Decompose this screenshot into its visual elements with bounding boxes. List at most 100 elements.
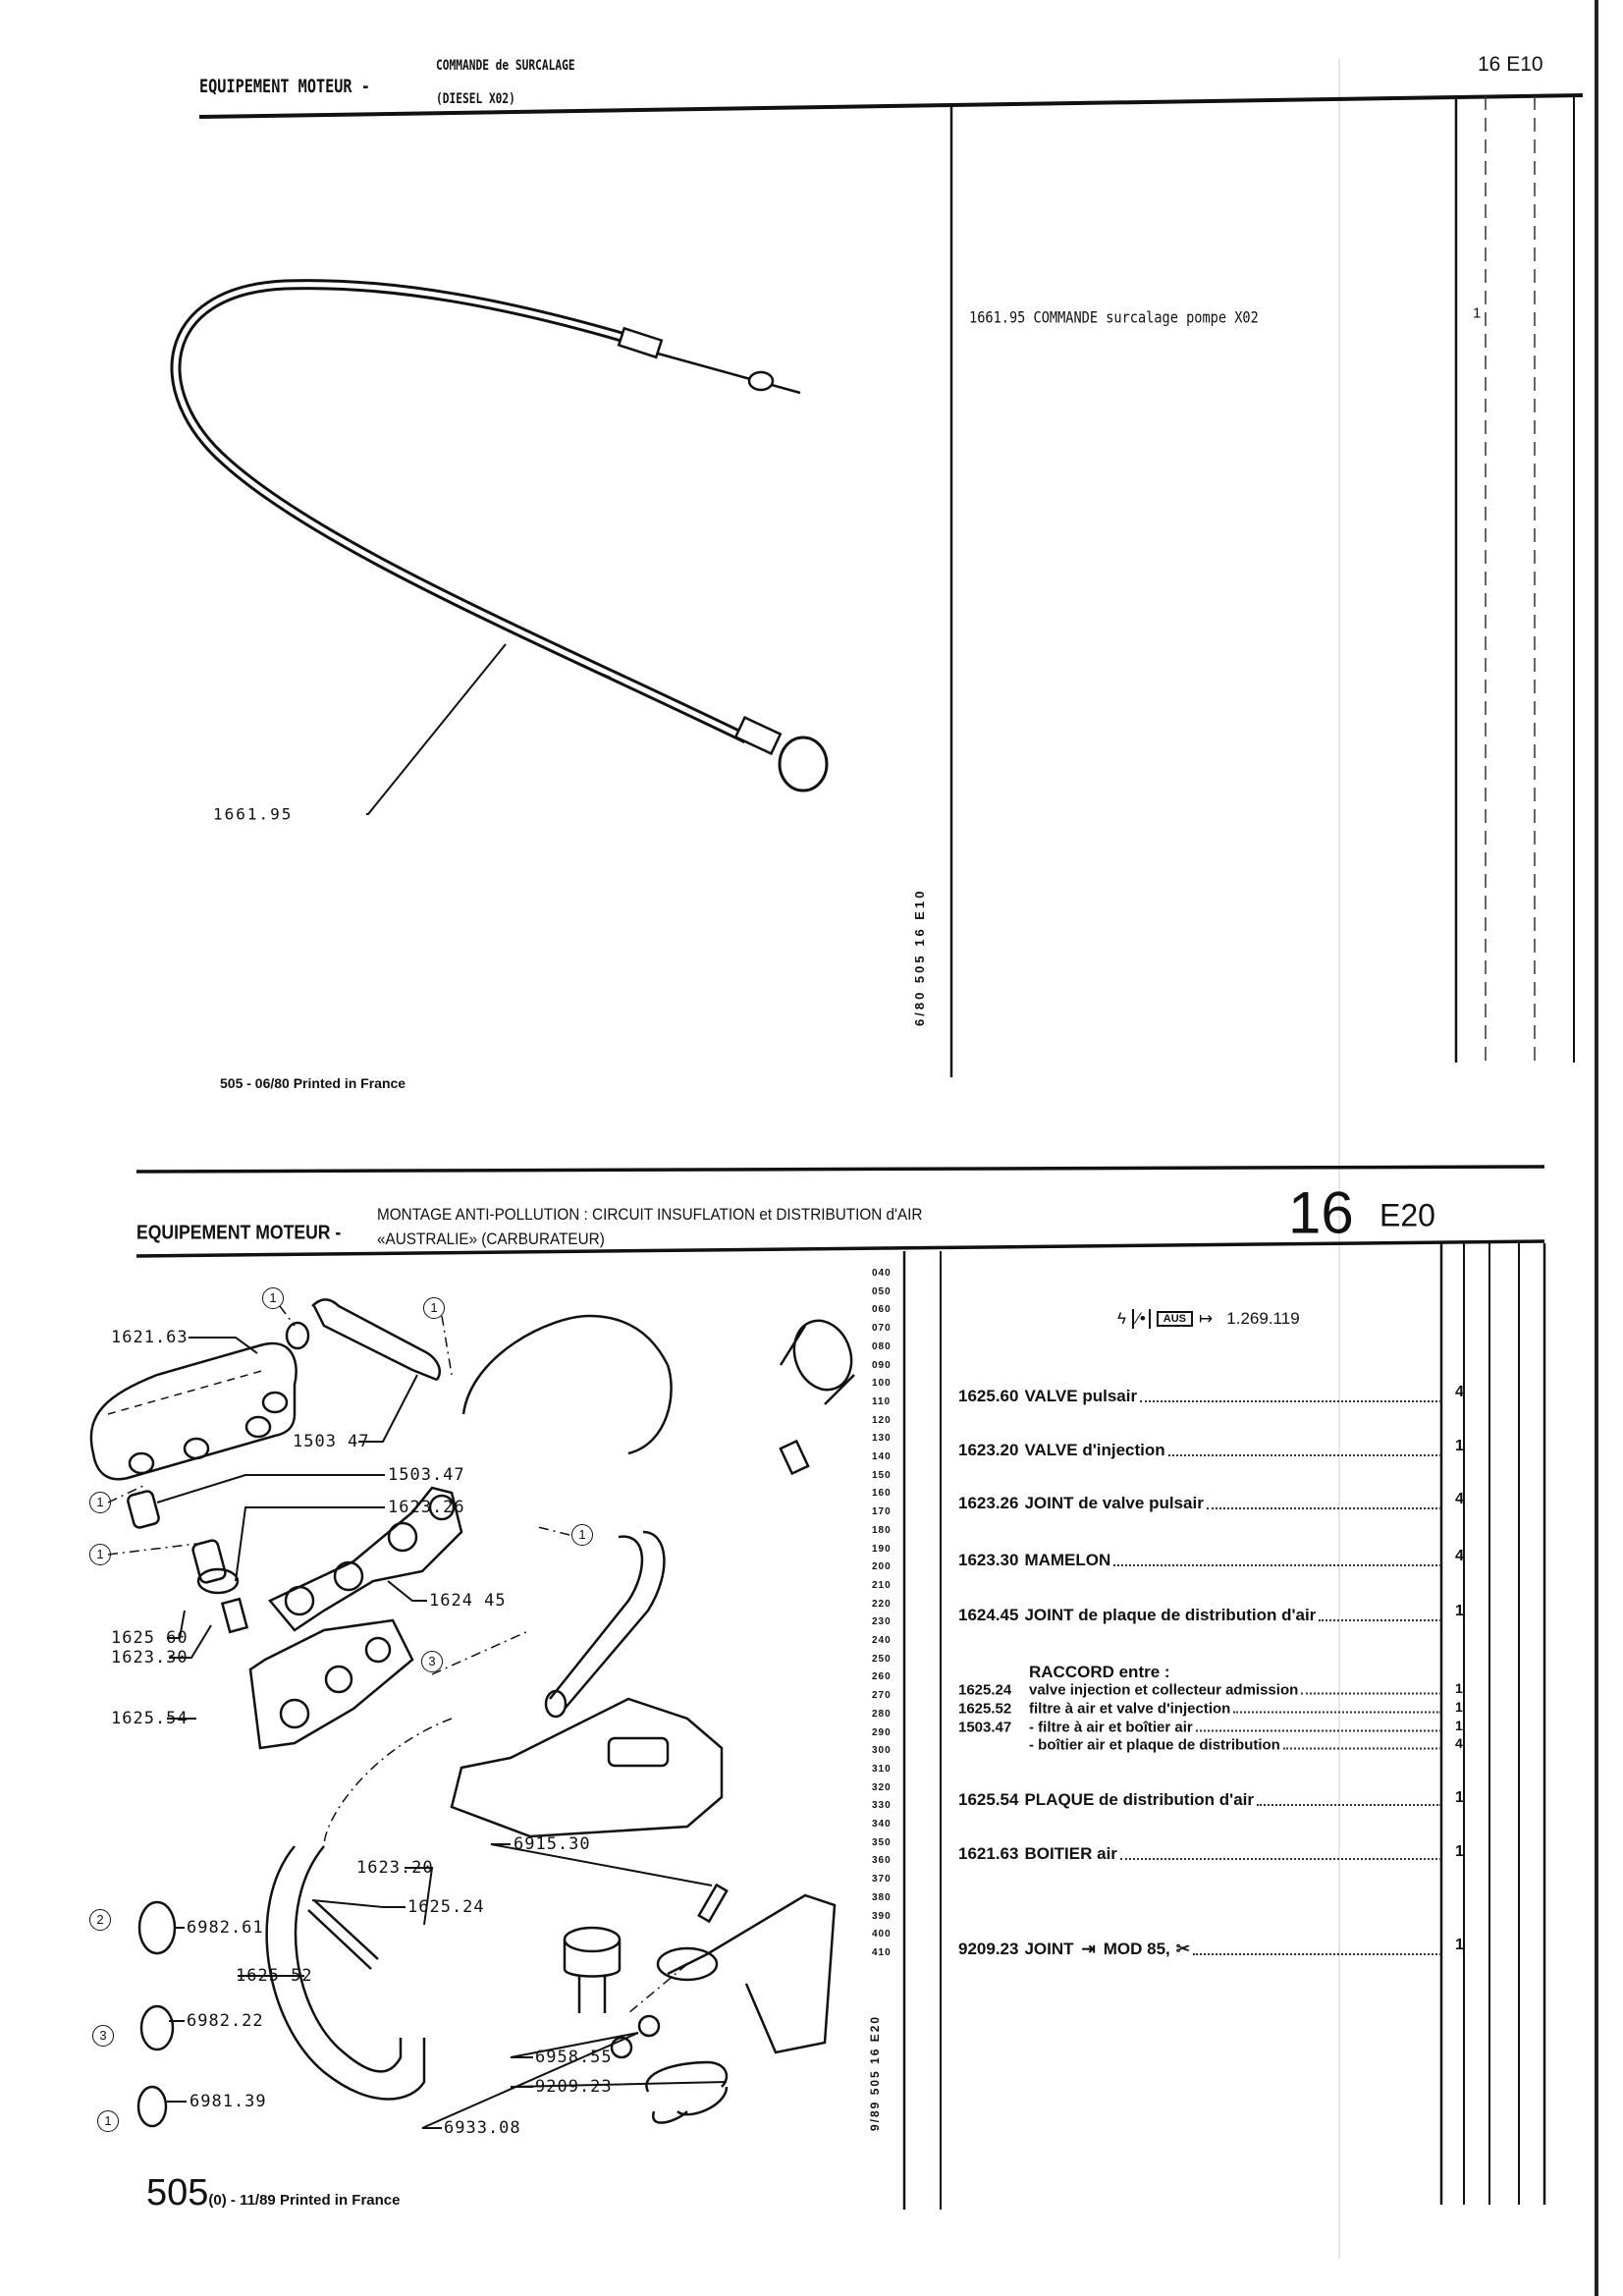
part-qty: 1 [1455,1789,1464,1806]
reference-number: 270 [872,1690,892,1702]
top-section-title: EQUIPEMENT MOTEUR - [199,76,370,97]
diagram-label: 1661.95 [213,804,294,824]
reference-number: 350 [872,1836,892,1848]
part-description: MAMELON [1024,1551,1111,1569]
reference-number: 290 [872,1726,892,1738]
reference-number: 260 [872,1671,892,1683]
part-code: 1623.26 [958,1494,1019,1512]
part-description: JOINT de valve pulsair [1024,1494,1204,1512]
bottom-subtitle-line2: «AUSTRALIE» (CARBURATEUR) [377,1230,605,1248]
reference-number: 080 [872,1340,892,1352]
reference-number: 220 [872,1598,892,1610]
arrow-to-icon: ⇥ [1081,1940,1096,1958]
part-note: MOD 85, [1103,1940,1170,1958]
part-qty: 1 [1455,1937,1464,1953]
raccord-line: 1625.24 valve injection et collecteur adm… [958,1682,1441,1699]
reference-number: 170 [872,1506,892,1518]
parts-list-item: 1623.30 MAMELON [958,1551,1441,1570]
callout-3: 3 [421,1651,443,1672]
bottom-section-title: EQUIPEMENT MOTEUR - [136,1222,342,1244]
callout-1: 1 [97,2110,119,2132]
part-qty: 1 [1455,1843,1464,1860]
reference-number: 060 [872,1304,892,1316]
top-footer: 505 - 06/80 Printed in France [220,1075,406,1091]
part-description: VALVE d'injection [1024,1441,1165,1459]
part-code: 1623.20 [958,1441,1019,1459]
diagram-label: 9209.23 [535,2077,613,2097]
serial-number: 1.269.119 [1226,1309,1300,1328]
reference-number: 340 [872,1819,892,1830]
parts-list-item: 1624.45 JOINT de plaque de distribution d… [958,1606,1441,1625]
part-qty: 1 [1455,1699,1463,1715]
reference-number: 040 [872,1268,892,1279]
scissors-icon: ✂ [1175,1940,1191,1958]
diagram-label: 6982.22 [187,2011,264,2031]
diagram-label: 1624 45 [429,1591,507,1611]
part-description: VALVE pulsair [1024,1387,1138,1405]
reference-number: 410 [872,1946,892,1958]
callout-1: 1 [262,1287,284,1309]
bottom-page-number: 16 [1288,1179,1354,1246]
diagram-label: 6982.61 [187,1918,264,1938]
part-description: JOINT de plaque de distribution d'air [1024,1606,1317,1624]
top-subtitle-line1: COMMANDE de SURCALAGE [436,58,575,74]
footer-model: 505 [146,2172,209,2214]
diagram-label: 1621.63 [111,1328,189,1347]
reference-number: 190 [872,1543,892,1555]
part-description: - filtre à air et boîtier air [1029,1719,1193,1736]
part-description: - boîtier air et plaque de distribution [1029,1736,1280,1754]
part-qty: 4 [1455,1491,1464,1507]
part-code: 1503.47 [958,1719,1012,1736]
reference-number: 400 [872,1929,892,1941]
bottom-top-rule [135,1165,1545,1174]
reference-number: 130 [872,1433,892,1445]
reference-number: 310 [872,1763,892,1775]
top-parts-list-item: 1661.95 COMMANDE surcalage pompe X02 [969,308,1259,327]
diagram-label: 6933.08 [444,2118,521,2138]
part-code: 1625.54 [958,1790,1019,1809]
part-code: 1625.52 [958,1700,1012,1718]
part-code: 1623.30 [958,1551,1019,1569]
diagram-label: 6915.30 [514,1834,591,1854]
callout-1: 1 [423,1297,445,1319]
reference-number: 070 [872,1323,892,1335]
reference-number: 120 [872,1414,892,1426]
air-box [89,1341,298,1481]
part-code: 9209.23 [958,1940,1019,1958]
reference-number: 160 [872,1488,892,1500]
distribution-plate [248,1618,414,1750]
part-qty: 4 [1455,1384,1464,1400]
reference-number: 360 [872,1855,892,1867]
arrow-from-icon: ↦ [1199,1309,1214,1328]
market-badge: AUS [1156,1311,1194,1327]
bottom-header-rule [135,1239,1545,1258]
bottom-subtitle-line1: MONTAGE ANTI-POLLUTION : CIRCUIT INSUFLA… [377,1205,923,1224]
reference-number: 250 [872,1653,892,1665]
part-qty: 1 [1455,1603,1464,1619]
callout-1: 1 [571,1524,593,1546]
bottom-side-code: 9/89 505 16 E20 [868,2014,882,2131]
part-description: valve injection et collecteur admission [1029,1681,1299,1699]
reference-number: 370 [872,1874,892,1886]
part-code: 1624.45 [958,1606,1019,1624]
reference-number: 330 [872,1800,892,1812]
part-qty: 4 [1455,1735,1463,1751]
callout-2: 2 [89,1909,111,1931]
clamp-6981-39 [136,2085,168,2128]
part-code: 1625.24 [958,1681,1012,1699]
diagram-label: 1623.30 [111,1648,189,1667]
callout-3: 3 [92,2025,114,2047]
applicability-line: ϟ ⁄• AUS ↦ 1.269.119 [1117,1309,1300,1329]
part-description: COMMANDE surcalage pompe X02 [1033,307,1259,327]
part-description: BOITIER air [1024,1844,1117,1863]
part-qty: 1 [1455,1680,1463,1696]
raccord-title: RACCORD entre : [1029,1663,1170,1681]
part-qty: 1 [1455,1718,1463,1733]
part-qty: 1 [1455,1438,1464,1454]
part-description: JOINT [1024,1940,1074,1958]
reference-number: 090 [872,1359,892,1371]
